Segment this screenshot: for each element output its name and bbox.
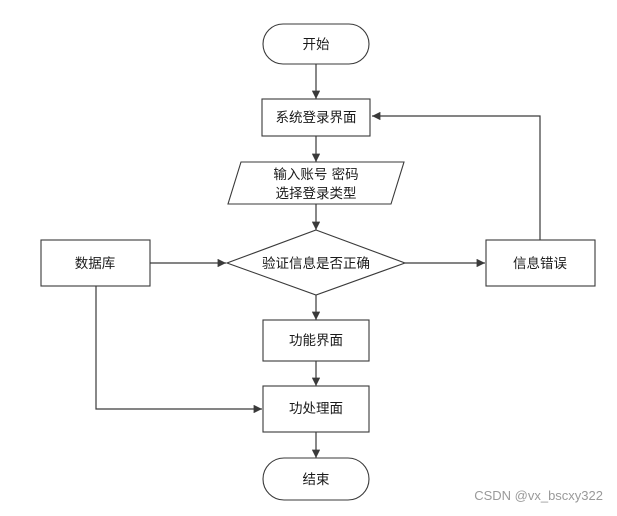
- watermark: CSDN @vx_bscxy322: [474, 488, 603, 503]
- input-node: 输入账号 密码 选择登录类型: [227, 161, 405, 205]
- start-label: 开始: [303, 37, 330, 53]
- processing-screen-node: 功处理面: [262, 385, 370, 433]
- login-screen-label: 系统登录界面: [276, 110, 357, 126]
- error-label: 信息错误: [513, 255, 567, 272]
- database-node: 数据库: [40, 239, 151, 287]
- function-screen-node: 功能界面: [262, 319, 370, 362]
- edges: [95, 64, 541, 458]
- verify-label: 验证信息是否正确: [262, 255, 370, 272]
- error-node: 信息错误: [485, 239, 596, 287]
- end-node: 结束: [262, 457, 370, 501]
- database-label: 数据库: [75, 256, 116, 272]
- end-label: 结束: [303, 472, 330, 488]
- input-label-line1: 输入账号 密码: [273, 166, 358, 183]
- function-screen-label: 功能界面: [289, 333, 343, 349]
- start-node: 开始: [262, 23, 370, 65]
- verify-decision-node: 验证信息是否正确: [225, 229, 407, 296]
- edge-database-to-processing: [95, 286, 262, 414]
- edge-error-to-login: [372, 111, 541, 240]
- login-screen-node: 系统登录界面: [261, 98, 371, 137]
- input-label-line2: 选择登录类型: [276, 186, 357, 202]
- processing-screen-label: 功处理面: [289, 401, 343, 417]
